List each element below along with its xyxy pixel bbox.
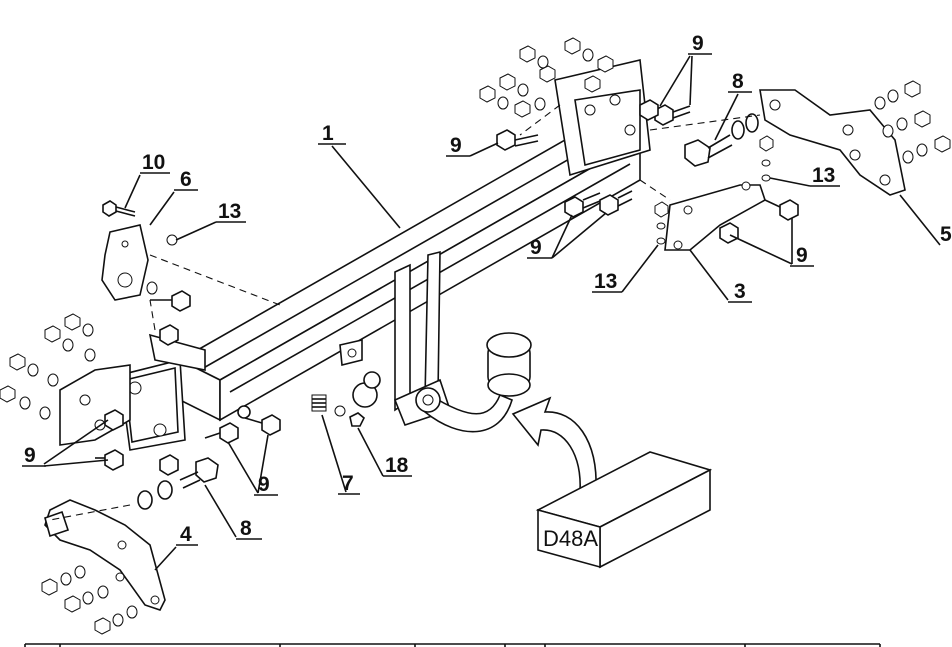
callout-8b: 8 <box>204 484 262 540</box>
callout-9-left: 9 <box>22 419 109 467</box>
callout-6: 6 <box>149 168 198 226</box>
callout-5: 5 <box>899 194 952 246</box>
svg-text:3: 3 <box>734 280 746 303</box>
callout-3: 3 <box>689 249 752 303</box>
callout-13-right-a: 13 <box>769 164 840 187</box>
d48a-label: D48A <box>543 526 598 551</box>
svg-text:13: 13 <box>218 200 241 223</box>
callout-7: 7 <box>321 414 360 495</box>
svg-text:9: 9 <box>796 244 808 267</box>
tow-ball <box>415 332 532 433</box>
callout-9-right: 9 <box>729 218 814 267</box>
svg-text:9: 9 <box>530 236 542 259</box>
bracket-4 <box>44 499 166 611</box>
svg-text:9: 9 <box>258 473 270 496</box>
svg-text:8: 8 <box>732 70 744 93</box>
svg-text:9: 9 <box>450 134 462 157</box>
svg-text:8: 8 <box>240 517 252 540</box>
callout-9-mid: 9 <box>446 134 499 157</box>
svg-text:6: 6 <box>180 168 192 191</box>
assembly-lines <box>49 104 761 521</box>
callout-4: 4 <box>154 523 198 571</box>
svg-text:18: 18 <box>385 454 409 477</box>
svg-text:1: 1 <box>322 122 334 145</box>
callout-9-bottom: 9 <box>227 434 278 496</box>
left-outer-plate <box>59 364 131 446</box>
svg-text:9: 9 <box>24 444 36 467</box>
svg-text:13: 13 <box>812 164 835 187</box>
d48a-box: D48A <box>535 451 713 569</box>
svg-text:4: 4 <box>180 523 192 546</box>
svg-text:5: 5 <box>940 223 952 246</box>
callout-1: 1 <box>318 122 401 229</box>
callout-8a: 8 <box>714 70 752 141</box>
svg-text:10: 10 <box>142 151 165 174</box>
bracket-6 <box>101 224 149 301</box>
bracket-3 <box>664 181 766 251</box>
callout-18: 18 <box>357 427 412 477</box>
callout-13-right-b: 13 <box>592 244 659 293</box>
callout-10: 10 <box>124 151 170 209</box>
bolt-group <box>95 99 799 510</box>
left-beam-plate <box>119 333 206 451</box>
nut-part-18 <box>349 371 381 427</box>
callout-13-left: 13 <box>175 200 246 241</box>
spring-part-7 <box>311 394 346 417</box>
svg-text:13: 13 <box>594 270 617 293</box>
svg-text:7: 7 <box>342 472 354 495</box>
callout-9-top: 9 <box>659 32 712 107</box>
right-beam-plate <box>554 59 651 177</box>
callouts: 1 3 4 5 6 7 8 <box>22 32 952 571</box>
callout-9-center: 9 <box>527 212 607 259</box>
side-bracket-5 <box>759 89 906 196</box>
nut-washer-stacks <box>0 37 951 635</box>
svg-text:9: 9 <box>692 32 704 55</box>
curved-arrow <box>511 396 597 493</box>
